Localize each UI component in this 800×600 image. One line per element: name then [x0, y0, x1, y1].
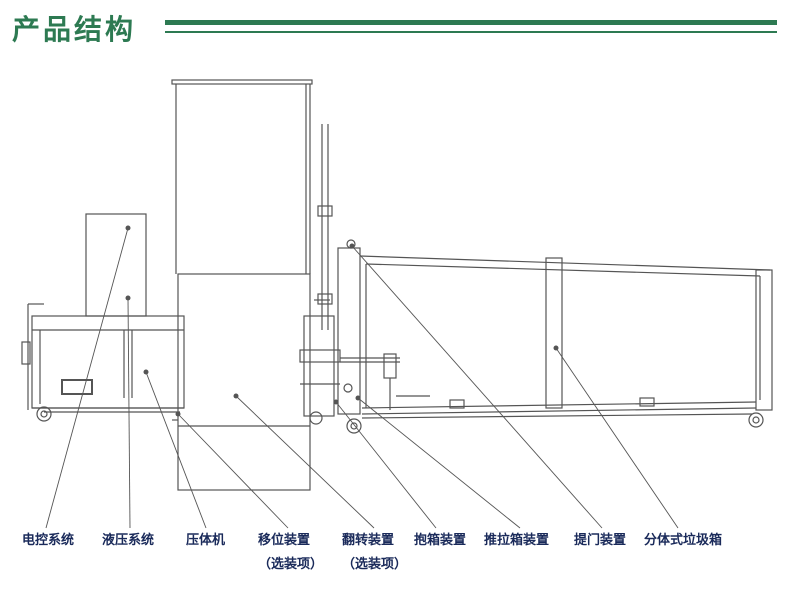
compressor-body: [177, 273, 311, 491]
electric-cabinet: [85, 213, 147, 317]
label-clamping: 抱箱装置: [414, 533, 467, 548]
panel-box: [61, 379, 93, 395]
label-shifting: 移位装置: [258, 533, 311, 548]
label-lift-door: 提门装置: [574, 533, 627, 548]
title-rule-thin: [165, 31, 777, 33]
label-shifting-note: （选装项）: [258, 557, 324, 572]
label-tipping: 翻转装置: [342, 533, 395, 548]
tipping-frame: [337, 247, 361, 415]
title-rule-thick: [165, 20, 777, 25]
bin-band: [545, 257, 563, 409]
tall-column: [171, 79, 313, 85]
label-split-bin: 分体式垃圾箱: [644, 533, 723, 548]
label-push-pull: 推拉箱装置: [484, 533, 550, 548]
label-compressor: 压体机: [186, 533, 226, 548]
bin-top: [359, 255, 771, 271]
title-rule: [165, 20, 777, 40]
label-hydraulic: 液压系统: [102, 533, 155, 548]
label-electric-control: 电控系统: [22, 533, 75, 548]
page-title: 产品结构: [12, 13, 137, 46]
label-tipping-note: （选装项）: [342, 557, 408, 572]
